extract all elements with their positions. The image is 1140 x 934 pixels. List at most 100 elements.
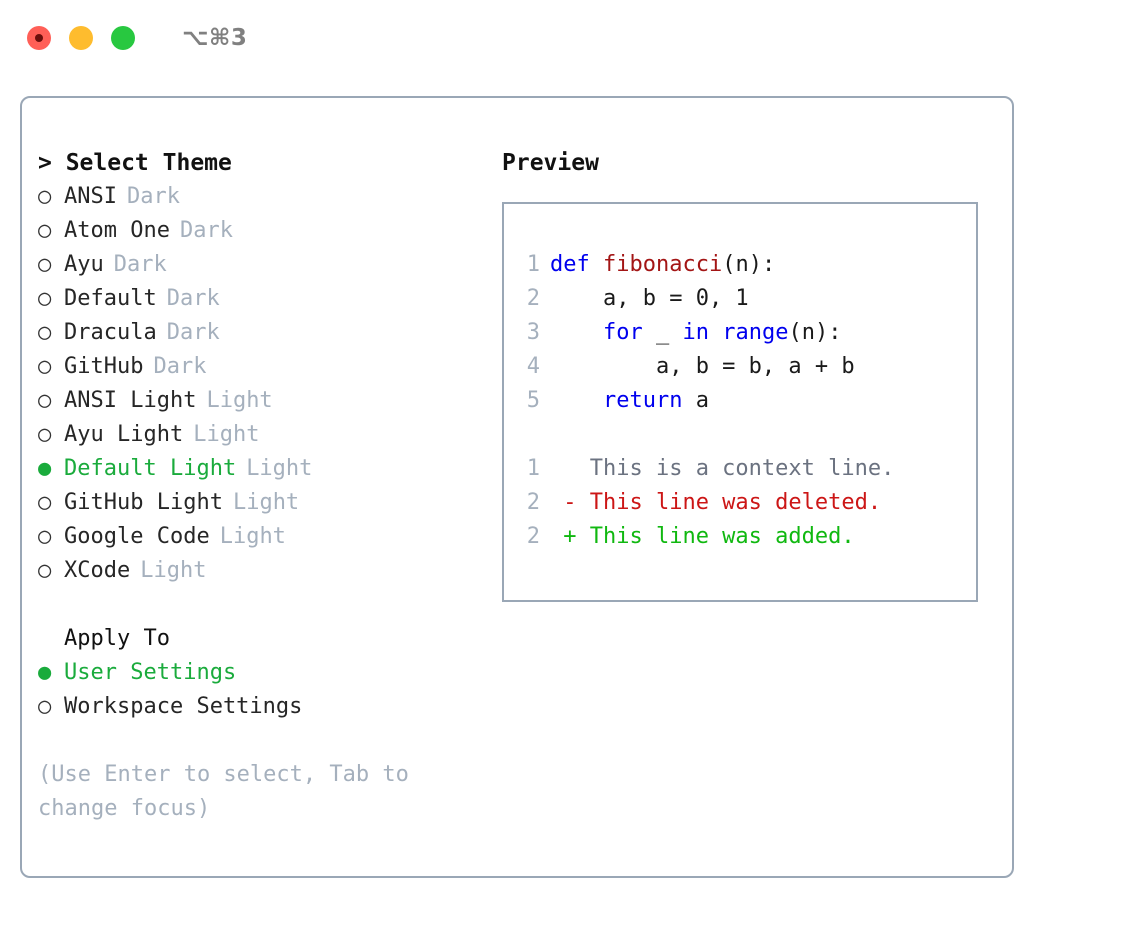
apply-to-option-label: Workspace Settings — [64, 694, 303, 719]
theme-name: Ayu — [64, 252, 104, 277]
code-token: (n): — [788, 320, 842, 345]
radio-unselected-icon[interactable]: ○ — [38, 218, 52, 243]
theme-list-item[interactable]: ○ XCode Light — [38, 554, 478, 588]
theme-variant-tag: Light — [219, 524, 286, 549]
code-text: def fibonacci(n): — [550, 248, 775, 282]
code-line: 3 for _ in range(n): — [504, 316, 976, 350]
code-token: return — [602, 388, 683, 413]
code-token: a, b = b, a + b — [550, 354, 855, 379]
list-spacer — [38, 588, 478, 622]
line-number: 2 — [526, 524, 540, 549]
radio-unselected-icon[interactable]: ○ — [38, 490, 52, 515]
line-number: 3 — [526, 320, 540, 345]
theme-variant-tag: Light — [193, 422, 260, 447]
diff-line: 1 This is a context line. — [504, 452, 976, 486]
radio-unselected-icon[interactable]: ○ — [38, 354, 52, 379]
diff-line: 2 + This line was added. — [504, 520, 976, 554]
theme-name: Google Code — [64, 524, 210, 549]
code-token — [550, 320, 603, 345]
code-token: fibonacci — [602, 252, 723, 277]
line-number: 1 — [526, 252, 540, 277]
apply-to-heading: ○ Apply To — [38, 622, 478, 656]
line-number: 2 — [526, 490, 540, 515]
code-line: 1 def fibonacci(n): — [504, 248, 976, 282]
theme-variant-tag: Dark — [166, 286, 220, 311]
theme-name: Ayu Light — [64, 422, 184, 447]
code-token: for — [602, 320, 643, 345]
code-text: a, b = 0, 1 — [550, 282, 749, 316]
diff-line: 2 - This line was deleted. — [504, 486, 976, 520]
code-line: 5 return a — [504, 384, 976, 418]
apply-to-list[interactable]: ● User Settings ○ Workspace Settings — [38, 656, 478, 724]
diff-sample: 1 This is a context line.2 - This line w… — [504, 452, 976, 554]
code-text: a, b = b, a + b — [550, 350, 855, 384]
keyboard-hint-text: (Use Enter to select, Tab to change focu… — [38, 762, 423, 821]
zoom-button[interactable] — [111, 26, 135, 50]
radio-unselected-icon[interactable]: ○ — [38, 422, 52, 447]
line-number: 4 — [526, 354, 540, 379]
theme-variant-tag: Dark — [166, 320, 220, 345]
code-text: return a — [550, 384, 709, 418]
radio-unselected-icon[interactable]: ○ — [38, 694, 52, 719]
radio-unselected-icon[interactable]: ○ — [38, 252, 52, 277]
theme-list-item[interactable]: ○ Google Code Light — [38, 520, 478, 554]
apply-to-option[interactable]: ○ Workspace Settings — [38, 690, 478, 724]
theme-variant-tag: Dark — [179, 218, 233, 243]
radio-selected-icon[interactable]: ● — [38, 456, 52, 481]
diff-text: - This line was deleted. — [550, 490, 882, 515]
theme-name: Default Light — [64, 456, 237, 481]
radio-selected-icon[interactable]: ● — [38, 660, 52, 685]
theme-variant-tag: Dark — [113, 252, 167, 277]
apply-to-option[interactable]: ● User Settings — [38, 656, 478, 690]
code-token: a — [682, 388, 709, 413]
theme-name: Default — [64, 286, 157, 311]
theme-list-item[interactable]: ○ Default Dark — [38, 282, 478, 316]
theme-variant-tag: Light — [140, 558, 207, 583]
code-token: (n): — [722, 252, 776, 277]
code-line: 2 a, b = 0, 1 — [504, 282, 976, 316]
theme-name: Dracula — [64, 320, 157, 345]
line-number: 2 — [526, 286, 540, 311]
theme-list-item[interactable]: ○ Ayu Light Light — [38, 418, 478, 452]
preview-heading: Preview — [502, 150, 599, 176]
theme-list-item[interactable]: ○ GitHub Light Light — [38, 486, 478, 520]
code-token: def — [550, 252, 603, 277]
minimize-button[interactable] — [69, 26, 93, 50]
line-number: 5 — [526, 388, 540, 413]
apply-to-option-label: User Settings — [64, 660, 237, 685]
theme-name: XCode — [64, 558, 131, 583]
theme-name: GitHub Light — [64, 490, 223, 515]
radio-unselected-icon[interactable]: ○ — [38, 388, 52, 413]
apply-to-marker-spacer: ○ — [38, 622, 64, 656]
theme-variant-tag: Light — [232, 490, 300, 515]
code-diff-separator — [504, 418, 976, 452]
theme-list-item[interactable]: ○ Dracula Dark — [38, 316, 478, 350]
code-token: _ — [642, 320, 683, 345]
line-number: 1 — [526, 456, 540, 481]
code-text: for _ in range(n): — [550, 316, 841, 350]
theme-list-item[interactable]: ● Default Light Light — [38, 452, 478, 486]
theme-variant-tag: Dark — [153, 354, 207, 379]
theme-name: ANSI Light — [64, 388, 197, 413]
radio-unselected-icon[interactable]: ○ — [38, 320, 52, 345]
radio-unselected-icon[interactable]: ○ — [38, 524, 52, 549]
code-token: a, b = 0, 1 — [550, 286, 749, 311]
close-button[interactable] — [27, 26, 51, 50]
radio-unselected-icon[interactable]: ○ — [38, 558, 52, 583]
radio-unselected-icon[interactable]: ○ — [38, 286, 52, 311]
theme-list-item[interactable]: ○ Ayu Dark — [38, 248, 478, 282]
theme-variant-tag: Light — [246, 456, 313, 481]
window-controls — [27, 26, 135, 50]
theme-name: ANSI — [64, 184, 117, 209]
radio-unselected-icon[interactable]: ○ — [38, 184, 52, 209]
